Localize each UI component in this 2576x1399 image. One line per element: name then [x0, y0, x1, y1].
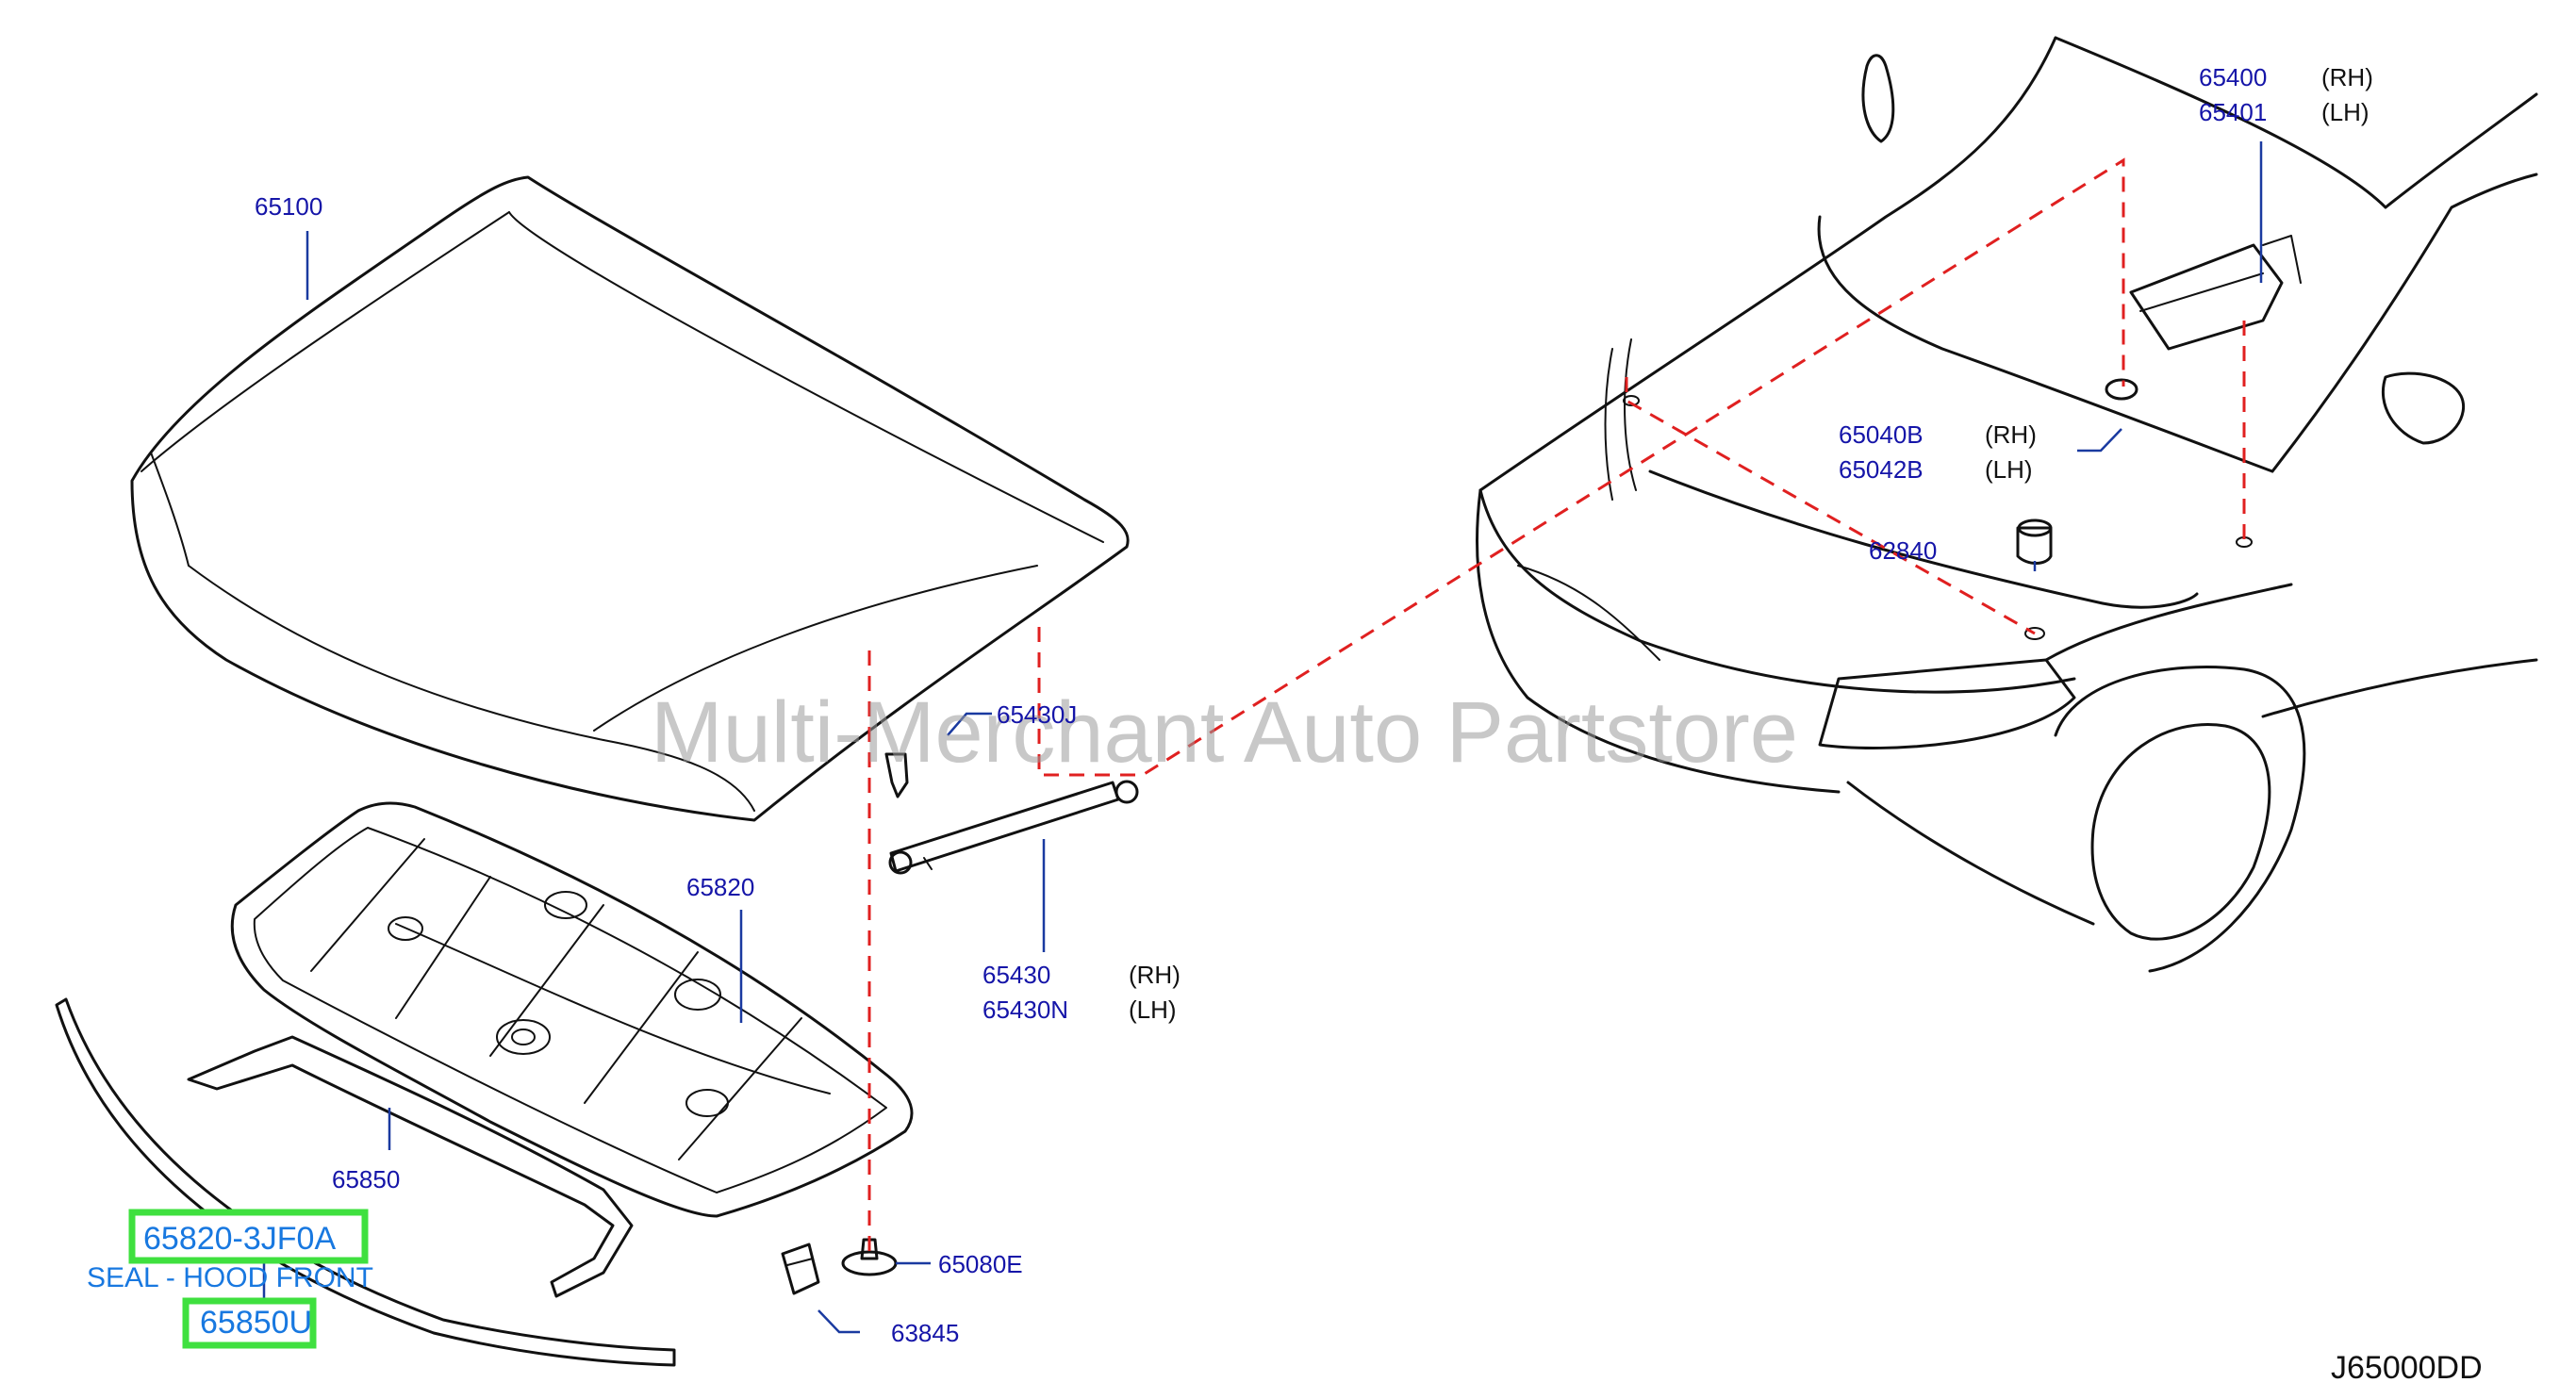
side-label-rh: (RH) [2321, 63, 2373, 91]
clip-63845 [781, 1243, 820, 1295]
diagram-code: J65000DD [2331, 1350, 2483, 1386]
side-label-lh: (LH) [1129, 996, 1177, 1024]
highlighted-part[interactable]: 65820-3JF0A SEAL - HOOD FRONT 65850U [87, 1209, 373, 1349]
callout-clip-2[interactable]: 63845 [891, 1319, 959, 1347]
callout-stay-ball[interactable]: 65430J [997, 700, 1077, 729]
highlight-box-sub-part [182, 1297, 317, 1349]
side-label-rh: (RH) [1129, 961, 1181, 989]
vehicle-front [1476, 36, 2538, 973]
hood-insulator [230, 801, 914, 1218]
side-label-rh: (RH) [1985, 420, 2037, 449]
leader-lines [262, 141, 2263, 1334]
hood-rear-seal [187, 1035, 634, 1298]
alignment-dashed-lines [867, 157, 2246, 1254]
callout-clip[interactable]: 65080E [938, 1250, 1023, 1278]
side-label-lh: (LH) [2321, 98, 2370, 126]
callout-hinge-lh[interactable]: 65401 [2199, 98, 2267, 126]
callout-stay-lh[interactable]: 65430N [983, 996, 1068, 1024]
highlight-sub-part-number[interactable]: 65850U [200, 1305, 312, 1341]
hood-panel [130, 175, 1130, 822]
watermark: Multi-Merchant Auto Partstore [651, 684, 1798, 781]
side-label-lh: (LH) [1985, 455, 2033, 484]
callout-insulator[interactable]: 65820 [686, 873, 754, 901]
highlight-part-number[interactable]: 65820-3JF0A [143, 1221, 336, 1257]
callout-seal-rear[interactable]: 65850 [332, 1165, 400, 1193]
callout-hinge-rh[interactable]: 65400 [2199, 63, 2267, 91]
callout-bumper-rh[interactable]: 65040B [1839, 420, 1924, 449]
hood-stay [884, 752, 1139, 875]
callout-stay-rh[interactable]: 65430 [983, 961, 1050, 989]
highlight-box-part-number [128, 1209, 369, 1264]
callout-hood[interactable]: 65100 [255, 192, 322, 221]
callout-bumper-rubber[interactable]: 62840 [1869, 536, 1937, 565]
callout-bumper-lh[interactable]: 65042B [1839, 455, 1924, 484]
highlight-description: SEAL - HOOD FRONT [87, 1262, 373, 1293]
